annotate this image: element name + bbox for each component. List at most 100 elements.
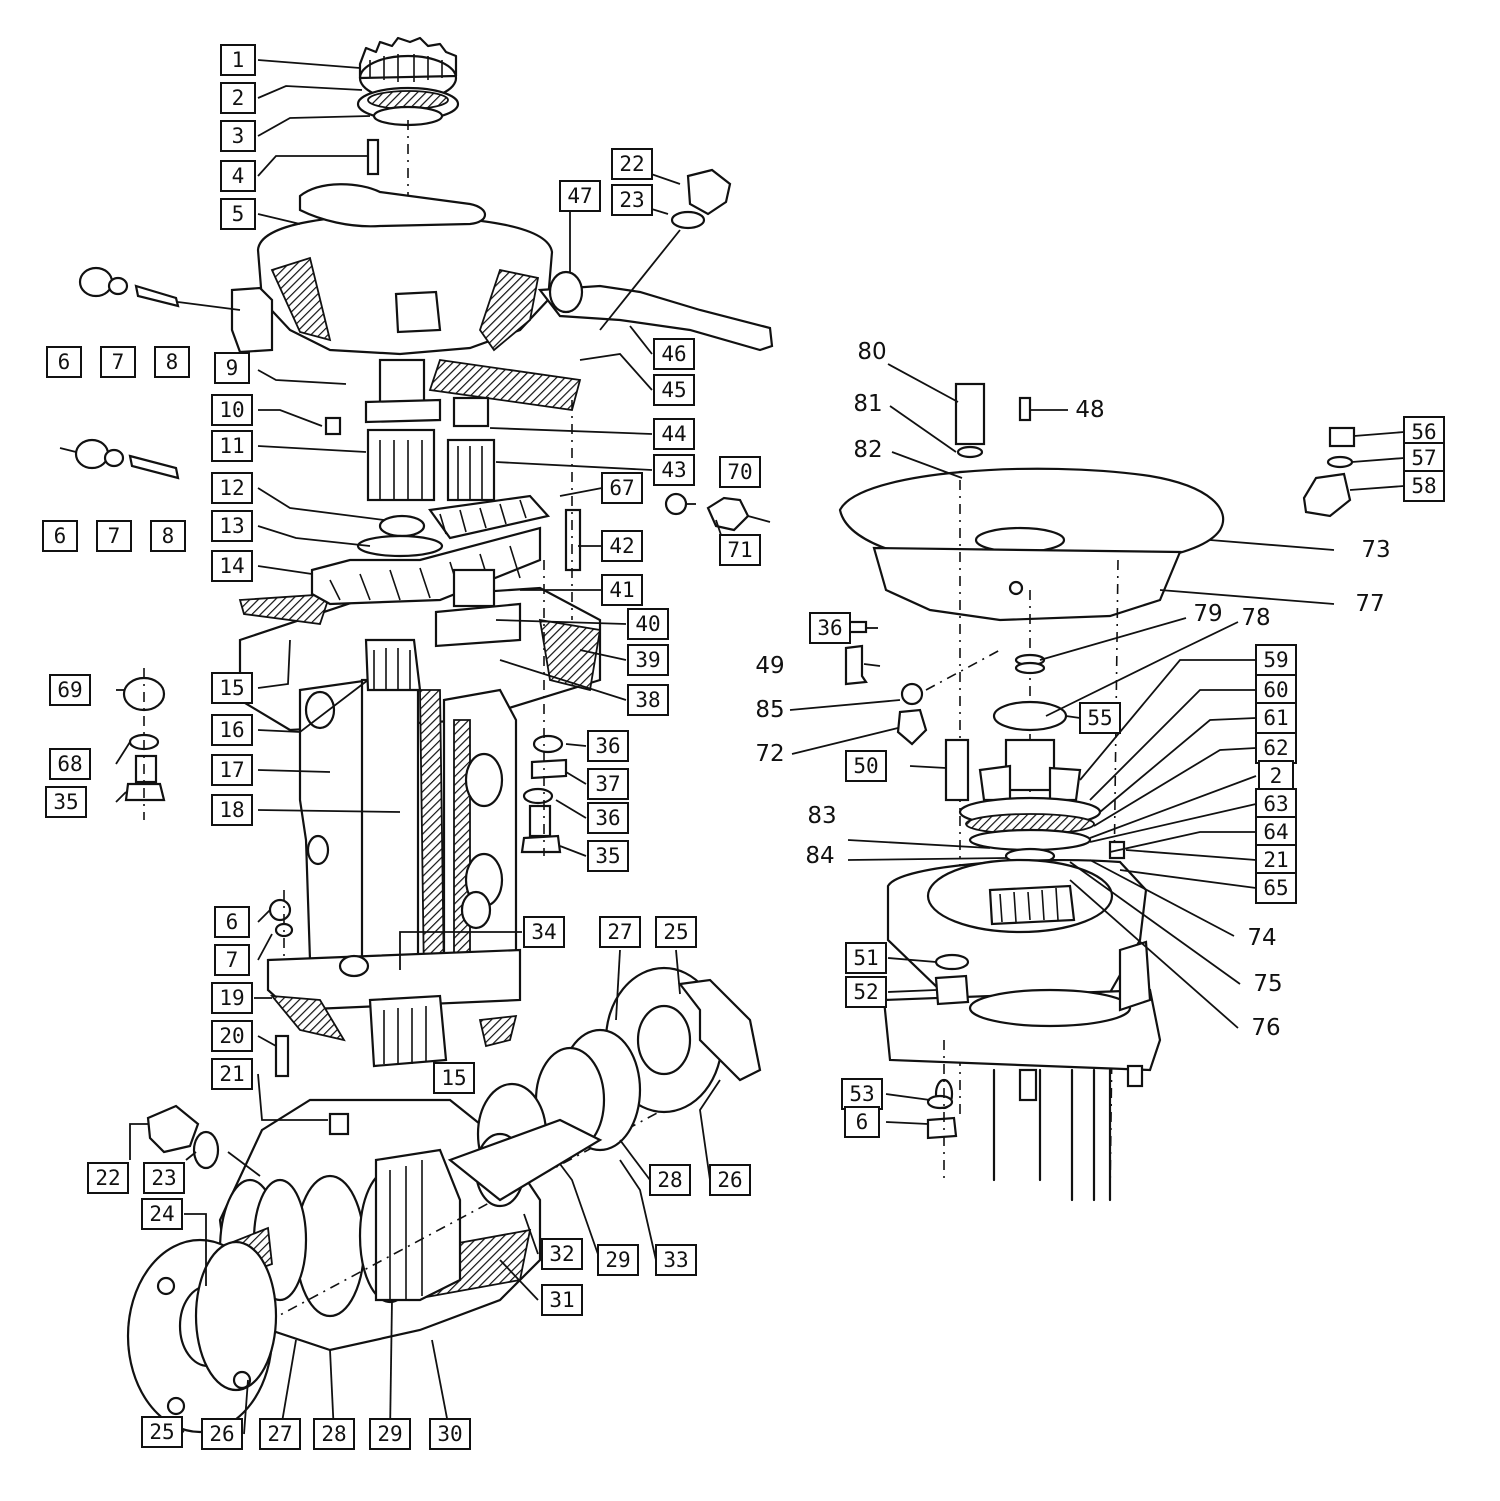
callout-c6d: 6	[844, 1106, 880, 1138]
callout-label: 14	[219, 554, 244, 578]
bolt-set-middle	[59, 438, 180, 480]
callout-c42: 42	[601, 530, 643, 562]
callout-c30: 30	[429, 1418, 471, 1450]
callout-label: 26	[209, 1422, 234, 1446]
callout-label: 64	[1263, 820, 1288, 844]
callout-c6a: 6	[46, 346, 82, 378]
callout-c36b: 36	[587, 802, 629, 834]
callout-p81: 81	[853, 391, 882, 417]
callout-label: 59	[1263, 648, 1288, 672]
grease-fitting-70	[664, 492, 771, 532]
callout-label: 25	[149, 1420, 174, 1444]
callout-label: 27	[267, 1422, 292, 1446]
callout-label: 28	[321, 1422, 346, 1446]
callout-c58: 58	[1403, 470, 1445, 502]
left-assembly-drawing	[59, 36, 774, 1434]
disc-part-2	[356, 86, 460, 127]
callout-c5: 5	[220, 198, 256, 230]
callout-label: 15	[219, 676, 244, 700]
callout-c64: 64	[1255, 816, 1297, 848]
callout-c8a: 8	[154, 346, 190, 378]
callout-label: 7	[112, 350, 125, 374]
callout-label: 63	[1263, 792, 1288, 816]
callout-label: 35	[595, 844, 620, 868]
callout-label: 25	[663, 920, 688, 944]
callout-c21b: 21	[1255, 844, 1297, 876]
callout-label: 6	[54, 524, 67, 548]
callout-c43: 43	[653, 454, 695, 486]
callout-label: 13	[219, 514, 244, 538]
callout-c32: 32	[541, 1238, 583, 1270]
callout-p84: 84	[805, 843, 834, 869]
callout-c19: 19	[211, 982, 253, 1014]
callout-label: 70	[727, 460, 752, 484]
callout-label: 6	[226, 910, 239, 934]
callout-label: 5	[232, 202, 245, 226]
pin-part-50	[944, 738, 970, 802]
callout-label: 45	[661, 378, 686, 402]
callout-label: 58	[1411, 474, 1436, 498]
callout-p76: 76	[1251, 1015, 1280, 1041]
callout-p79: 79	[1193, 601, 1222, 627]
callout-c35a: 35	[45, 786, 87, 818]
callout-label: 26	[717, 1168, 742, 1192]
callout-label: 34	[531, 920, 556, 944]
callout-p80: 80	[857, 339, 886, 365]
callout-c50: 50	[845, 750, 887, 782]
callout-label: 23	[151, 1166, 176, 1190]
callout-label: 69	[57, 678, 82, 702]
callout-label: 65	[1263, 876, 1288, 900]
key-part-48	[1018, 396, 1032, 422]
callout-c26a: 26	[709, 1164, 751, 1196]
callout-label: 61	[1263, 706, 1288, 730]
pinion-shaft	[324, 358, 442, 538]
bevel-gear-15	[368, 994, 448, 1068]
callout-label: 32	[549, 1242, 574, 1266]
callout-label: 2	[232, 86, 245, 110]
small-gear	[446, 396, 496, 502]
callout-c36c: 36	[809, 612, 851, 644]
callout-label: 42	[609, 534, 634, 558]
callout-label: 29	[605, 1248, 630, 1272]
callout-p83: 83	[807, 803, 836, 829]
callout-label: 52	[853, 980, 878, 1004]
plug-fitting-lower	[146, 1104, 261, 1177]
callout-c60: 60	[1255, 674, 1297, 706]
callout-label: 60	[1263, 678, 1288, 702]
callout-c47: 47	[559, 180, 601, 212]
callout-label: 18	[219, 798, 244, 822]
callout-label: 57	[1411, 446, 1436, 470]
callout-p77: 77	[1355, 591, 1384, 617]
callout-p82: 82	[853, 437, 882, 463]
base-housing	[882, 858, 1162, 1102]
callout-p74: 74	[1247, 925, 1276, 951]
callout-c1: 1	[220, 44, 256, 76]
plug-fitting-top	[599, 168, 732, 331]
callout-c10: 10	[211, 394, 253, 426]
bolt-set-upper	[78, 266, 241, 311]
callout-label: 53	[849, 1082, 874, 1106]
callout-label: 55	[1087, 706, 1112, 730]
callout-label: 22	[619, 152, 644, 176]
left-flange	[126, 1238, 278, 1434]
callout-c68: 68	[49, 748, 91, 780]
callout-c4: 4	[220, 160, 256, 192]
callout-label: 8	[166, 350, 179, 374]
callout-c7b: 7	[96, 520, 132, 552]
callout-c44: 44	[653, 418, 695, 450]
callout-label: 28	[657, 1168, 682, 1192]
callout-c57: 57	[1403, 442, 1445, 474]
callout-p75: 75	[1253, 971, 1282, 997]
callout-c51: 51	[845, 942, 887, 974]
callout-label: 36	[817, 616, 842, 640]
callout-c7a: 7	[100, 346, 136, 378]
callout-c65: 65	[1255, 872, 1297, 904]
callout-label: 68	[57, 752, 82, 776]
callout-c27b: 27	[259, 1418, 301, 1450]
callout-c24: 24	[141, 1198, 183, 1230]
callout-c13: 13	[211, 510, 253, 542]
callout-c25b: 25	[141, 1416, 183, 1448]
callout-label: 10	[219, 398, 244, 422]
callout-label: 43	[661, 458, 686, 482]
